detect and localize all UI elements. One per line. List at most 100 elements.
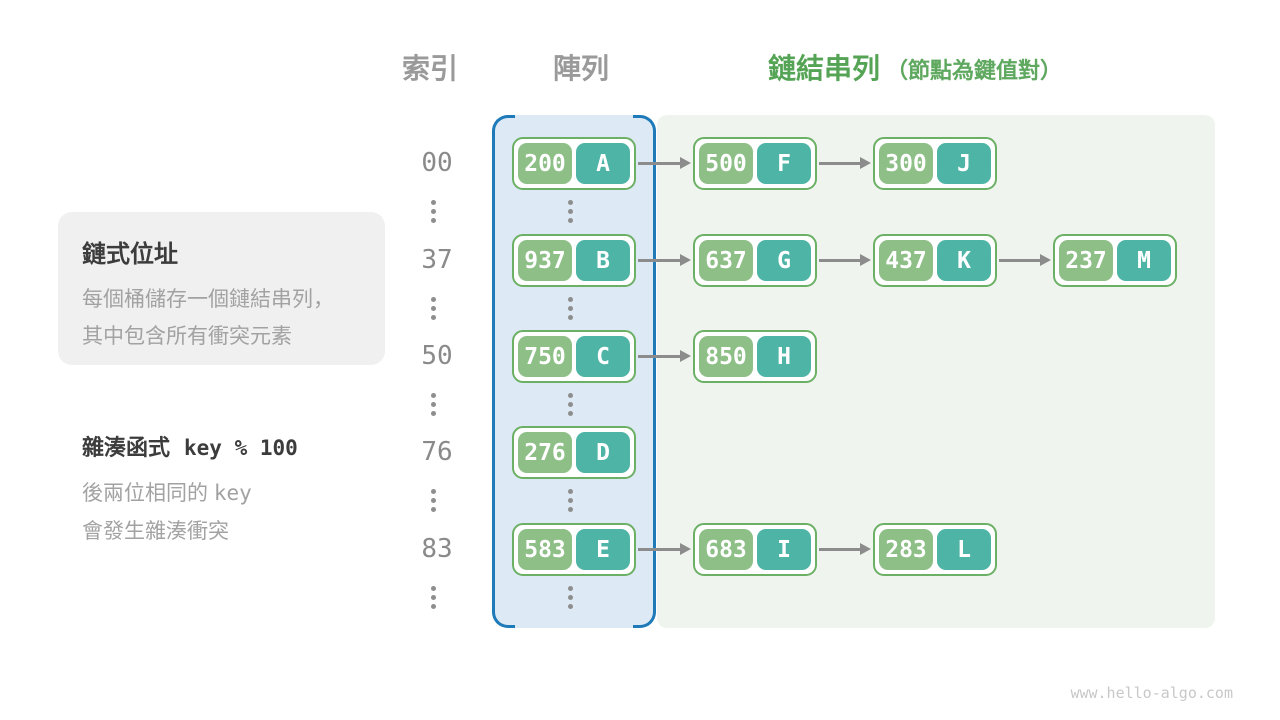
- kv-value: E: [576, 529, 630, 570]
- next-pointer-arrow: [638, 157, 691, 169]
- kv-value: G: [757, 240, 811, 281]
- ellipsis-dots: [431, 586, 437, 609]
- dot: [431, 489, 436, 494]
- kv-key: 500: [699, 143, 753, 184]
- kv-key: 283: [879, 529, 933, 570]
- header-index: 索引: [401, 53, 458, 84]
- index-label: 50: [421, 341, 453, 371]
- ellipsis-dots: [568, 393, 574, 416]
- kv-value: M: [1117, 240, 1171, 281]
- index-label: 83: [421, 534, 453, 564]
- next-pointer-arrow: [999, 254, 1051, 266]
- ellipsis-dots: [431, 200, 437, 223]
- ellipsis-dots: [431, 393, 437, 416]
- hash-note-title: 雜湊函式: [82, 435, 171, 460]
- kv-value: L: [937, 529, 991, 570]
- next-pointer-arrow: [819, 157, 871, 169]
- dot: [568, 498, 573, 503]
- header-linked-list-title: 鏈結串列: [768, 53, 881, 84]
- kv-key: 300: [879, 143, 933, 184]
- kv-value: H: [757, 336, 811, 377]
- kv-value: K: [937, 240, 991, 281]
- next-pointer-arrow: [638, 543, 691, 555]
- dot: [568, 209, 573, 214]
- dot: [568, 489, 573, 494]
- index-label: 00: [421, 148, 453, 178]
- kv-key: 683: [699, 529, 753, 570]
- dot: [431, 604, 436, 609]
- dot: [568, 200, 573, 205]
- header-array: 陣列: [552, 53, 609, 84]
- hash-function-note: 雜湊函式 key % 100 後兩位相同的 key 會發生雜湊衝突: [82, 430, 402, 551]
- next-pointer-arrow: [638, 254, 691, 266]
- dot: [431, 209, 436, 214]
- dot: [568, 402, 573, 407]
- hash-formula: key % 100: [184, 436, 298, 460]
- hash-note-line-2: 會發生雜湊衝突: [82, 520, 229, 543]
- kv-value: C: [576, 336, 630, 377]
- dot: [431, 402, 436, 407]
- dot: [431, 498, 436, 503]
- kv-key: 750: [518, 336, 572, 377]
- index-label: 76: [421, 437, 453, 467]
- next-pointer-arrow: [819, 543, 871, 555]
- kv-key: 937: [518, 240, 572, 281]
- kv-key: 850: [699, 336, 753, 377]
- kv-key: 200: [518, 143, 572, 184]
- header-linked-list: 鏈結串列 （節點為鍵值對）: [768, 52, 1062, 86]
- kv-value: D: [576, 432, 630, 473]
- dot: [568, 393, 573, 398]
- kv-key: 637: [699, 240, 753, 281]
- header-linked-list-subtitle: （節點為鍵值對）: [886, 58, 1063, 83]
- dot: [431, 393, 436, 398]
- ellipsis-dots: [568, 200, 574, 223]
- next-pointer-arrow: [819, 254, 871, 266]
- kv-value: F: [757, 143, 811, 184]
- ellipsis-dots: [568, 586, 574, 609]
- ellipsis-dots: [431, 297, 437, 320]
- kv-key: 237: [1059, 240, 1113, 281]
- footer-url: www.hello-algo.com: [1070, 684, 1233, 702]
- dot: [431, 218, 436, 223]
- next-pointer-arrow: [638, 350, 691, 362]
- kv-key: 276: [518, 432, 572, 473]
- dot: [568, 218, 573, 223]
- dot: [568, 604, 573, 609]
- hash-note-key-code: key: [213, 481, 252, 505]
- ellipsis-dots: [568, 489, 574, 512]
- hash-note-line-1: 後兩位相同的 key: [82, 481, 252, 505]
- dot: [568, 411, 573, 416]
- chaining-callout-box: 鏈式位址 每個桶儲存一個鏈結串列， 其中包含所有衝突元素: [58, 212, 385, 365]
- kv-key: 583: [518, 529, 572, 570]
- kv-value: J: [937, 143, 991, 184]
- callout-title: 鏈式位址: [82, 241, 178, 268]
- dot: [431, 507, 436, 512]
- dot: [568, 586, 573, 591]
- dot: [568, 507, 573, 512]
- ellipsis-dots: [431, 489, 437, 512]
- dot: [568, 306, 573, 311]
- kv-key: 437: [879, 240, 933, 281]
- callout-line-2: 其中包含所有衝突元素: [82, 325, 292, 348]
- callout-line-1: 每個桶儲存一個鏈結串列，: [82, 288, 334, 311]
- dot: [568, 315, 573, 320]
- dot: [568, 595, 573, 600]
- dot: [431, 411, 436, 416]
- dot: [431, 315, 436, 320]
- dot: [431, 306, 436, 311]
- kv-value: A: [576, 143, 630, 184]
- dot: [431, 595, 436, 600]
